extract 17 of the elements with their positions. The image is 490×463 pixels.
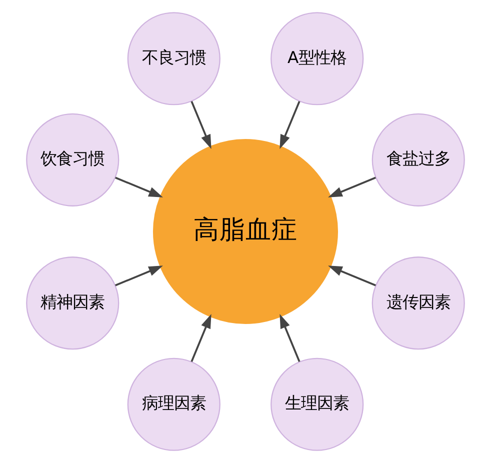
arrow [328, 266, 376, 286]
arrow [114, 176, 162, 198]
node-circle: 病理因素 [126, 358, 220, 451]
node-circle: 不良习惯 [126, 12, 220, 106]
arrow [190, 314, 211, 362]
node-circle: 食盐过多 [371, 113, 464, 206]
node-circle: A型性格 [270, 12, 364, 106]
node-circle: 饮食习惯 [26, 113, 119, 206]
arrow [279, 314, 300, 362]
arrow [190, 101, 211, 149]
arrow [114, 266, 162, 286]
node-circle: 高脂血症 [152, 138, 338, 324]
node-circle: 生理因素 [270, 358, 364, 451]
arrow [328, 176, 376, 198]
node-circle: 遗传因素 [371, 256, 464, 350]
node-circle: 精神因素 [26, 256, 119, 350]
arrow [279, 101, 300, 149]
